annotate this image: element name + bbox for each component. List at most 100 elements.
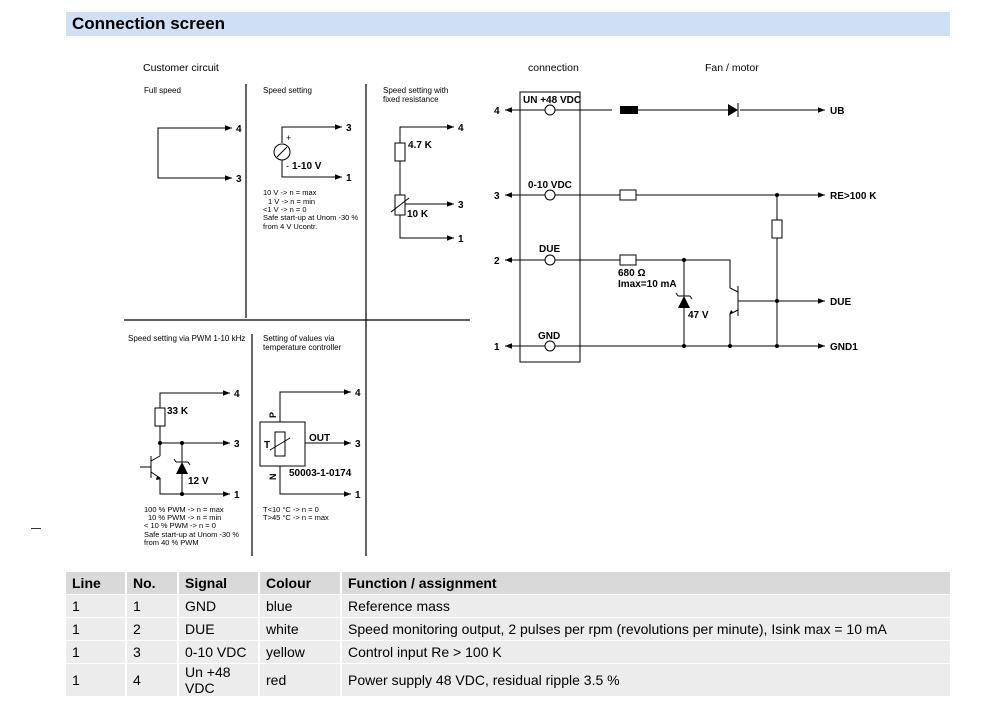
connector-pin-label: 0-10 VDC <box>528 180 572 191</box>
table-row: 1 2 DUE white Speed monitoring output, 2… <box>66 617 950 641</box>
speed-setting-minus: - <box>286 161 289 171</box>
imax-label: Imax=10 mA <box>618 279 677 290</box>
resistor-33k-label: 33 K <box>167 406 189 417</box>
table-cell: DUE <box>178 617 260 641</box>
table-row: 1 3 0-10 VDC yellow Control input Re > 1… <box>66 640 950 664</box>
table-cell: 0-10 VDC <box>178 640 260 664</box>
speed-setting-title: Speed setting <box>263 86 312 95</box>
title-bar: Connection screen <box>66 12 950 36</box>
temperature-title-2: temperature controller <box>263 343 342 352</box>
speed-setting-pin-3: 3 <box>346 123 352 134</box>
panel-full-speed <box>157 125 232 181</box>
controller-out-label: OUT <box>309 433 330 444</box>
speed-setting-plus: + <box>286 133 291 143</box>
pwm-note: 10 % PWM -> n = min <box>148 513 221 522</box>
column-header: Colour <box>259 572 342 595</box>
speed-setting-note: from 4 V Ucontr. <box>263 222 317 231</box>
pwm-note: 100 % PWM -> n = max <box>144 505 224 514</box>
temperature-title-1: Setting of values via <box>263 334 335 343</box>
controller-p-label: P <box>268 412 278 418</box>
fixed-resistance-pin-1: 1 <box>458 234 464 245</box>
fixed-resistance-pin-3: 3 <box>458 200 464 211</box>
full-speed-pin-4: 4 <box>236 124 242 135</box>
connector-pin-number: 3 <box>494 191 500 202</box>
table-cell: GND <box>178 594 260 618</box>
connector-output-label: RE>100 K <box>830 191 877 202</box>
fixed-resistance-title-1: Speed setting with <box>383 86 448 95</box>
pwm-solid-marks <box>156 441 188 496</box>
speed-setting-note: <1 V -> n = 0 <box>263 205 307 214</box>
pwm-title: Speed setting via PWM 1-10 kHz <box>128 334 245 343</box>
resistor-4k7-label: 4.7 K <box>408 140 433 151</box>
table-cell: 2 <box>126 617 179 641</box>
customer-circuit-heading: Customer circuit <box>143 62 219 74</box>
pwm-note: from 40 % PWM <box>144 538 199 547</box>
full-speed-pin-3: 3 <box>236 174 242 185</box>
speed-setting-source-label: 1-10 V <box>292 161 322 172</box>
table-cell: 1 <box>66 640 127 664</box>
table-cell: Speed monitoring output, 2 pulses per rp… <box>341 617 950 641</box>
connector-pin-label: GND <box>538 331 560 342</box>
connector-pin-number: 1 <box>494 342 500 353</box>
speed-setting-notes: 10 V -> n = max 1 V -> n = min <1 V -> n… <box>263 188 358 231</box>
table-row: 1 4 Un +48 VDC red Power supply 48 VDC, … <box>66 663 950 696</box>
speed-setting-note: 10 V -> n = max <box>263 188 317 197</box>
connector-pin-number: 4 <box>494 106 500 117</box>
connector-solid-marks <box>620 104 779 348</box>
speed-setting-pin-1: 1 <box>346 173 352 184</box>
column-header: Signal <box>178 572 260 595</box>
table-cell: yellow <box>259 640 342 664</box>
pwm-notes: 100 % PWM -> n = max 10 % PWM -> n = min… <box>144 505 239 547</box>
connector-labels: 4 3 2 1 UN +48 VDC 0-10 VDC DUE GND UB R… <box>494 95 877 353</box>
table-cell: Control input Re > 100 K <box>341 640 950 664</box>
pwm-pin-4: 4 <box>234 389 240 400</box>
table-cell: blue <box>259 594 342 618</box>
temperature-pin-4: 4 <box>355 388 361 399</box>
connector-schematic <box>505 91 825 363</box>
temperature-note: T>45 °C -> n = max <box>263 513 329 522</box>
fan-motor-heading: Fan / motor <box>705 62 759 74</box>
zener-47v-label: 47 V <box>688 310 709 321</box>
column-header: Function / assignment <box>341 572 950 595</box>
fixed-resistance-title-2: fixed resistance <box>383 95 439 104</box>
speed-setting-note: 1 V -> n = min <box>268 197 315 206</box>
table-cell: 1 <box>66 617 127 641</box>
table-cell: 3 <box>126 640 179 664</box>
pwm-pin-1: 1 <box>234 490 240 501</box>
table-cell: 4 <box>126 663 179 696</box>
connector-pin-label: DUE <box>539 244 560 255</box>
connector-pin-label: UN +48 VDC <box>523 95 581 106</box>
column-header: No. <box>126 572 179 595</box>
pwm-note: Safe start-up at Unom -30 % <box>144 530 239 539</box>
table-cell: Un +48 VDC <box>178 663 260 696</box>
table-cell: 1 <box>66 663 127 696</box>
panel-speed-setting <box>273 124 342 180</box>
full-speed-title: Full speed <box>144 86 181 95</box>
controller-t-label: T <box>264 440 270 451</box>
assignment-table: Line No. Signal Colour Function / assign… <box>66 572 950 696</box>
table-cell: Reference mass <box>341 594 950 618</box>
pwm-pin-3: 3 <box>234 439 240 450</box>
table-header-row: Line No. Signal Colour Function / assign… <box>66 572 950 595</box>
fixed-resistance-pin-4: 4 <box>458 123 464 134</box>
pwm-note: < 10 % PWM -> n = 0 <box>144 521 216 530</box>
controller-part-number: 50003-1-0174 <box>289 468 352 479</box>
connector-output-label: GND1 <box>830 342 858 353</box>
column-header: Line <box>66 572 127 595</box>
panel-temperature <box>259 389 351 497</box>
resistor-10k-label: 10 K <box>407 209 429 220</box>
resistor-680-label: 680 Ω <box>618 268 645 279</box>
speed-setting-note: Safe start-up at Unom -30 % <box>263 213 358 222</box>
temperature-notes: T<10 °C -> n = 0 T>45 °C -> n = max <box>263 505 329 522</box>
controller-n-label: N <box>268 474 278 481</box>
panel-dividers <box>124 84 470 556</box>
zener-12v-label: 12 V <box>188 476 209 487</box>
margin-mark <box>31 528 41 529</box>
temperature-pin-1: 1 <box>355 490 361 501</box>
page-title: Connection screen <box>72 14 226 33</box>
table-cell: 1 <box>126 594 179 618</box>
table-cell: 1 <box>66 594 127 618</box>
panel-fixed-resistance <box>390 124 454 241</box>
table-cell: red <box>259 663 342 696</box>
